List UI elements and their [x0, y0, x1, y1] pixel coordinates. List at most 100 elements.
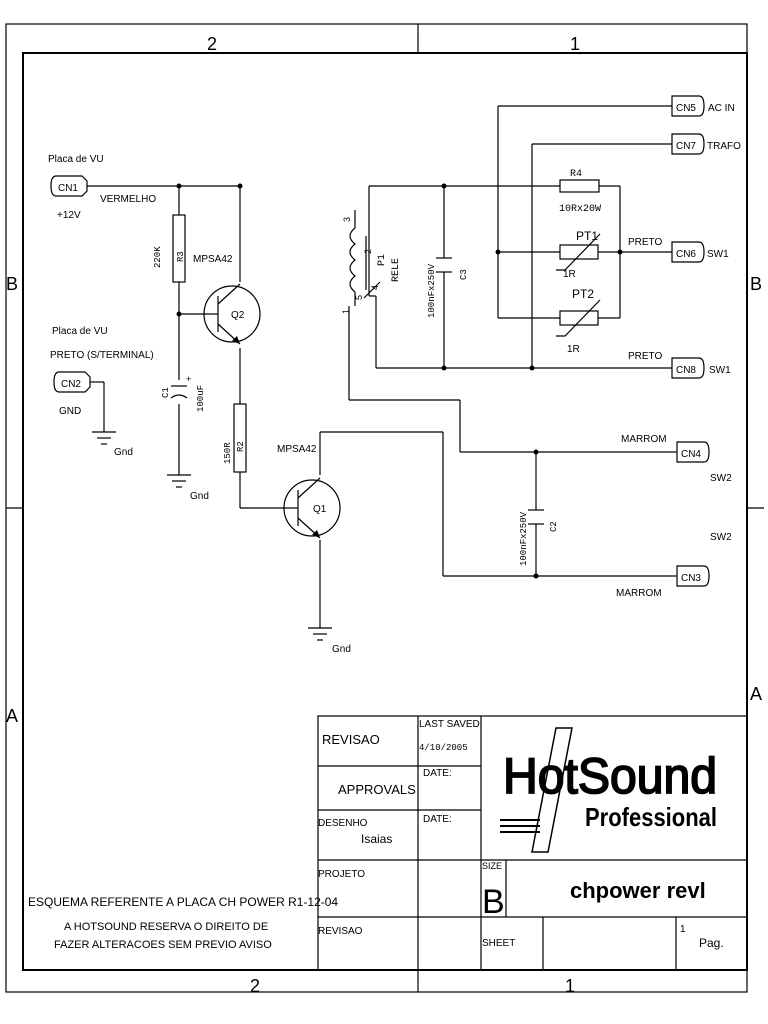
connector-cn5: CN5 [671, 95, 705, 117]
cn5-label: AC IN [708, 103, 735, 114]
p1-pin-4: 4 [370, 285, 380, 290]
tb-projeto-label: PROJETO [318, 869, 365, 880]
zone-left-b: B [6, 274, 18, 294]
zone-right-b: B [750, 274, 762, 294]
c3-value: 100nFx250V [427, 263, 437, 318]
ground-c1 [167, 474, 191, 488]
q1-ref: Q1 [313, 504, 327, 515]
ground-q1-label: Gnd [332, 644, 351, 655]
c1-ref: C1 [161, 387, 171, 398]
cn8-ref: CN8 [676, 365, 696, 376]
resistor-r3 [172, 214, 186, 283]
q2-ref: Q2 [231, 310, 245, 321]
r3-label: 220K [153, 246, 163, 268]
tb-revisao-bottom: REVISAO [318, 926, 363, 937]
cn1-wire-label: VERMELHO [100, 194, 156, 205]
cn1-ref: CN1 [58, 183, 78, 194]
cn2-subtitle: PRETO (S/TERMINAL) [50, 350, 154, 361]
c2-ref: C2 [549, 521, 559, 532]
cn6-wire-label: PRETO [628, 237, 662, 248]
zone-bottom-1: 1 [565, 976, 575, 996]
c1-polarity: + [186, 374, 191, 384]
cn4-ref: CN4 [681, 449, 701, 460]
p1-pin-5: 5 [354, 295, 364, 300]
cn4-label: SW2 [710, 473, 732, 484]
tb-desenho-label: DESENHO [318, 818, 368, 829]
cn3-wire-label: MARROM [616, 588, 662, 599]
note-line-3: FAZER ALTERACOES SEM PREVIO AVISO [54, 939, 272, 951]
ground-cn2-label: Gnd [114, 447, 133, 458]
p1-ref: P1 [377, 254, 388, 266]
zone-bottom-2: 2 [250, 976, 260, 996]
p1-pin-3: 3 [342, 217, 352, 222]
connector-cn2: CN2 [53, 371, 91, 393]
p1-pin-2: 2 [363, 249, 373, 254]
r2-value: 150R [223, 442, 233, 464]
cn1-title: Placa de VU [48, 154, 104, 165]
cn2-title: Placa de VU [52, 326, 108, 337]
cn6-label: SW1 [707, 249, 729, 260]
r4-value: 10Rx20W [559, 204, 601, 215]
junctions [176, 183, 623, 579]
tb-date-label-1: DATE: [423, 768, 452, 779]
c3-ref: C3 [459, 269, 469, 280]
p1-part: RELE [391, 258, 402, 282]
tb-desenho-name: Isaias [361, 832, 392, 846]
note-line-1: ESQUEMA REFERENTE A PLACA CH POWER R1-12… [28, 895, 338, 909]
title-block [317, 715, 748, 971]
relay-p1-coil [349, 227, 381, 299]
ground-q1 [308, 627, 332, 641]
c2-value: 100nFx250V [519, 511, 529, 566]
cn2-ref: CN2 [61, 379, 81, 390]
zone-left-a: A [6, 706, 18, 726]
tb-title: chpower revl [570, 878, 706, 903]
connector-cn8: CN8 [671, 357, 705, 379]
tb-revisao-top: REVISAO [322, 732, 380, 747]
pt1-value: 1R [563, 269, 576, 280]
pt2-value: 1R [567, 344, 580, 355]
r3-ref: R3 [176, 251, 186, 262]
cn7-ref: CN7 [676, 141, 696, 152]
hotsound-logo: HotSound Professional [500, 727, 718, 853]
tb-last-saved-label: LAST SAVED: [419, 719, 483, 730]
connector-cn1: CN1 [50, 175, 88, 197]
pt1-ref: PT1 [576, 229, 598, 243]
cn5-ref: CN5 [676, 103, 696, 114]
tb-approvals: APPROVALS [338, 782, 416, 797]
logo-sub-text: Professional [585, 802, 717, 832]
cn1-note: +12V [57, 210, 81, 221]
r2-ref: R2 [236, 441, 246, 452]
ground-c1-label: Gnd [190, 491, 209, 502]
cn6-ref: CN6 [676, 249, 696, 260]
c1-value: 100uF [196, 385, 206, 412]
cn7-label: TRAFO [707, 141, 741, 152]
capacitor-c2 [528, 509, 544, 525]
r4-ref: R4 [570, 169, 582, 180]
cn8-label: SW1 [709, 365, 731, 376]
tb-sheet-number: 1 [680, 924, 686, 935]
connector-cn6: CN6 [671, 241, 705, 263]
capacitor-c1 [170, 385, 188, 399]
tb-last-saved-date: 4/10/2005 [419, 743, 468, 753]
cn8-wire-label: PRETO [628, 351, 662, 362]
transistor-q2 [203, 283, 261, 345]
zone-right-a: A [750, 684, 762, 704]
tb-size-label: SIZE [482, 861, 502, 871]
transistor-q1 [283, 477, 341, 539]
pt2-ref: PT2 [572, 287, 594, 301]
tb-date-label-2: DATE: [423, 814, 452, 825]
cn3-label: SW2 [710, 532, 732, 543]
thermistor-pt1 [556, 233, 601, 271]
resistor-r2 [233, 403, 247, 473]
thermistor-pt2 [556, 299, 601, 337]
connector-cn7: CN7 [671, 133, 705, 155]
resistor-r4 [559, 179, 600, 193]
logo-main-text: HotSound [503, 748, 717, 804]
note-line-2: A HOTSOUND RESERVA O DIREITO DE [64, 921, 268, 933]
cn3-ref: CN3 [681, 573, 701, 584]
connector-cn3: CN3 [672, 565, 710, 587]
tb-page-label: Pag. [699, 936, 724, 950]
capacitor-c3 [436, 257, 452, 273]
q1-part: MPSA42 [277, 444, 317, 455]
